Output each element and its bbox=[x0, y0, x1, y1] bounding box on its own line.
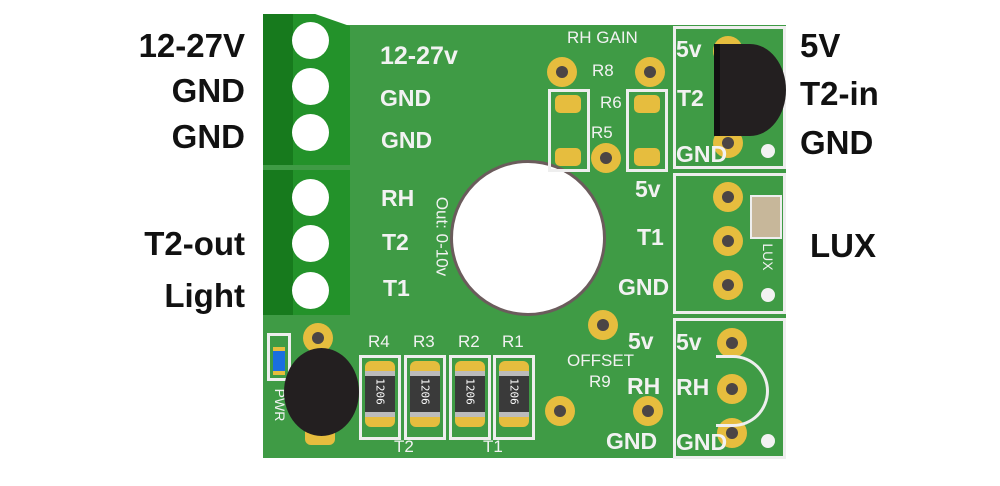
silk-rh: RH bbox=[627, 373, 661, 399]
silk-5v: 5v bbox=[676, 36, 702, 62]
silk-5v: 5v bbox=[676, 329, 702, 355]
mounting-hole bbox=[450, 160, 606, 316]
label-gnd-2: GND bbox=[171, 118, 245, 155]
screw-hole bbox=[292, 68, 329, 105]
r1-footprint bbox=[493, 355, 535, 440]
pad bbox=[717, 328, 747, 358]
pad bbox=[713, 270, 743, 300]
resistor-code: 1206 bbox=[463, 378, 477, 405]
label-5v: 5V bbox=[800, 27, 841, 64]
silk-t1: T1 bbox=[383, 275, 410, 301]
silk-t2: T2 bbox=[677, 85, 704, 111]
silk-gnd: GND bbox=[676, 141, 728, 167]
silk-rh: RH bbox=[676, 374, 710, 400]
screw-hole bbox=[292, 22, 329, 59]
silk-5v: 5v bbox=[628, 328, 654, 354]
screw-hole bbox=[292, 225, 329, 262]
label-12-27v: 12-27V bbox=[138, 27, 245, 64]
label-gnd-1: GND bbox=[171, 72, 245, 109]
silk-gnd: GND bbox=[380, 85, 432, 111]
screw-hole bbox=[292, 272, 329, 309]
resistor-code: 1206 bbox=[418, 378, 432, 405]
label-lux: LUX bbox=[810, 227, 876, 264]
silk-r6: R6 bbox=[600, 93, 622, 112]
pwr-led bbox=[273, 347, 285, 375]
resistor-r4: 1206 bbox=[365, 361, 395, 427]
silk-r8: R8 bbox=[592, 61, 614, 80]
silk-5v: 5v bbox=[635, 176, 661, 202]
smd-pad bbox=[634, 148, 660, 166]
screw-hole bbox=[292, 179, 329, 216]
silk-rh: RH bbox=[381, 185, 415, 211]
silk-r3: R3 bbox=[413, 332, 435, 351]
silk-gnd: GND bbox=[381, 127, 433, 153]
silk-r4: R4 bbox=[368, 332, 390, 351]
silk-t1: T1 bbox=[483, 437, 503, 456]
label-t2-in: T2-in bbox=[800, 75, 879, 112]
label-gnd-right: GND bbox=[800, 124, 874, 161]
temperature-sensor-t2-in bbox=[714, 44, 786, 136]
silk-t1: T1 bbox=[637, 224, 664, 250]
silk-rh-gain: RH GAIN bbox=[567, 28, 638, 47]
silk-t2: T2 bbox=[382, 229, 409, 255]
light-sensor-chip bbox=[750, 195, 782, 239]
silk-offset: OFFSET bbox=[567, 351, 635, 370]
pin1-marker bbox=[761, 288, 775, 302]
label-light: Light bbox=[164, 277, 245, 314]
led-footprint bbox=[267, 333, 291, 381]
r5-footprint bbox=[548, 89, 590, 172]
r2-footprint bbox=[449, 355, 491, 440]
pin1-marker bbox=[761, 434, 775, 448]
r4-footprint bbox=[359, 355, 401, 440]
temperature-sensor-t2 bbox=[284, 348, 359, 436]
silk-12-27v: 12-27v bbox=[380, 42, 458, 70]
silk-r5: R5 bbox=[591, 123, 613, 142]
pad bbox=[633, 396, 663, 426]
silk-r1: R1 bbox=[502, 332, 524, 351]
label-t2-out: T2-out bbox=[144, 225, 245, 262]
resistor-code: 1206 bbox=[507, 378, 521, 405]
silk-r2: R2 bbox=[458, 332, 480, 351]
silk-r9: R9 bbox=[589, 372, 611, 391]
pad bbox=[713, 182, 743, 212]
silk-t2: T2 bbox=[394, 437, 414, 456]
rh-sensor-outline bbox=[716, 355, 769, 427]
pad bbox=[547, 57, 577, 87]
pad bbox=[591, 143, 621, 173]
smd-pad bbox=[555, 148, 581, 166]
silk-gnd: GND bbox=[676, 429, 728, 455]
silk-output-note: Out: 0-10v bbox=[432, 196, 452, 277]
pad bbox=[635, 57, 665, 87]
r3-footprint bbox=[404, 355, 446, 440]
resistor-r2: 1206 bbox=[455, 361, 485, 427]
pad bbox=[545, 396, 575, 426]
module-rh bbox=[673, 318, 786, 459]
silk-gnd: GND bbox=[606, 428, 658, 454]
silk-lux: LUX bbox=[760, 243, 776, 271]
screw-hole bbox=[292, 114, 329, 151]
resistor-r3: 1206 bbox=[410, 361, 440, 427]
smd-pad bbox=[634, 95, 660, 113]
resistor-r1: 1206 bbox=[499, 361, 529, 427]
module-lux bbox=[673, 173, 786, 314]
silk-gnd: GND bbox=[618, 274, 670, 300]
pad bbox=[588, 310, 618, 340]
resistor-code: 1206 bbox=[373, 378, 387, 405]
r6-footprint bbox=[626, 89, 668, 172]
smd-pad bbox=[555, 95, 581, 113]
pin1-marker bbox=[761, 144, 775, 158]
pad bbox=[713, 226, 743, 256]
